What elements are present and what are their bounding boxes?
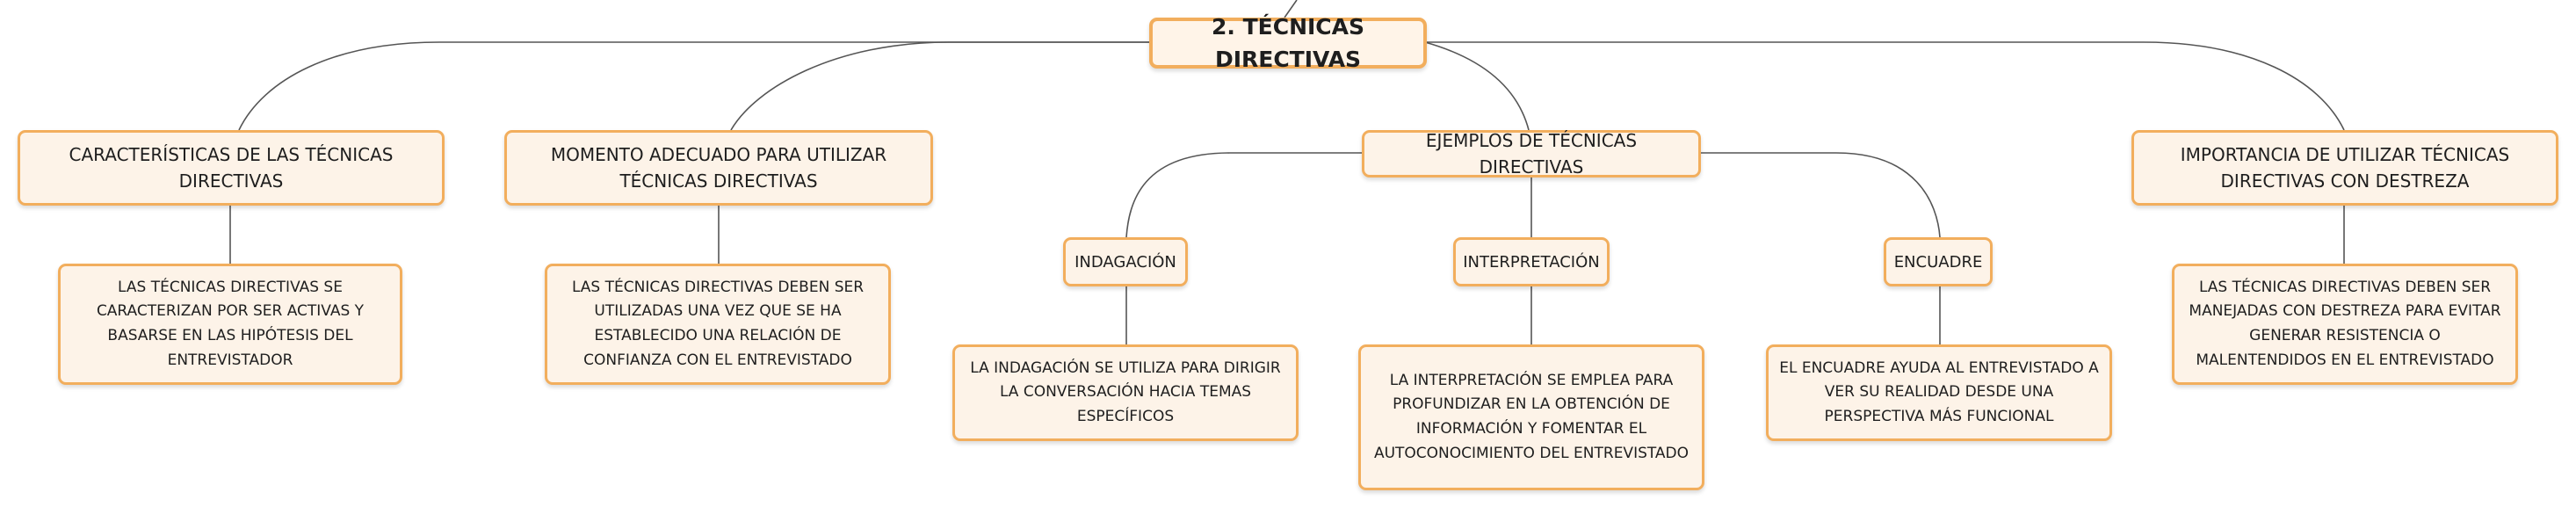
detail-text: LA INDAGACIÓN SE UTILIZA PARA DIRIGIR LA… (970, 359, 1281, 425)
detail-text: EL ENCUADRE AYUDA AL ENTREVISTADO A VER … (1779, 359, 2099, 425)
detail-text: LAS TÉCNICAS DIRECTIVAS DEBEN SER UTILIZ… (571, 278, 865, 369)
branch-label: IMPORTANCIA DE UTILIZAR TÉCNICAS DIRECTI… (2180, 144, 2510, 192)
sub-branch-indagacion[interactable]: INDAGACIÓN (1063, 237, 1188, 286)
branch-label: EJEMPLOS DE TÉCNICAS DIRECTIVAS (1425, 130, 1638, 177)
sub-branch-label: INDAGACIÓN (1075, 252, 1176, 272)
sub-branch-label: INTERPRETACIÓN (1463, 252, 1600, 272)
root-label: 2. TÉCNICAS DIRECTIVAS (1212, 13, 1364, 73)
detail-caracteristicas[interactable]: LAS TÉCNICAS DIRECTIVAS SE CARACTERIZAN … (58, 264, 402, 385)
sub-branch-interpretacion[interactable]: INTERPRETACIÓN (1453, 237, 1610, 286)
branch-momento-adecuado[interactable]: MOMENTO ADECUADO PARA UTILIZAR TÉCNICAS … (504, 130, 933, 206)
branch-caracteristicas[interactable]: CARACTERÍSTICAS DE LAS TÉCNICAS DIRECTIV… (18, 130, 445, 206)
detail-encuadre[interactable]: EL ENCUADRE AYUDA AL ENTREVISTADO A VER … (1766, 344, 2112, 441)
branch-ejemplos[interactable]: EJEMPLOS DE TÉCNICAS DIRECTIVAS (1362, 130, 1701, 177)
detail-importancia[interactable]: LAS TÉCNICAS DIRECTIVAS DEBEN SER MANEJA… (2172, 264, 2518, 385)
detail-text: LA INTERPRETACIÓN SE EMPLEA PARA PROFUND… (1373, 371, 1690, 462)
sub-branch-label: ENCUADRE (1893, 252, 1983, 272)
branch-label: MOMENTO ADECUADO PARA UTILIZAR TÉCNICAS … (550, 144, 887, 192)
detail-interpretacion[interactable]: LA INTERPRETACIÓN SE EMPLEA PARA PROFUND… (1358, 344, 1704, 490)
branch-label: CARACTERÍSTICAS DE LAS TÉCNICAS DIRECTIV… (69, 144, 394, 192)
detail-text: LAS TÉCNICAS DIRECTIVAS DEBEN SER MANEJA… (2189, 278, 2501, 369)
detail-indagacion[interactable]: LA INDAGACIÓN SE UTILIZA PARA DIRIGIR LA… (952, 344, 1299, 441)
root-node[interactable]: 2. TÉCNICAS DIRECTIVAS (1149, 14, 1427, 72)
detail-text: LAS TÉCNICAS DIRECTIVAS SE CARACTERIZAN … (96, 278, 365, 369)
branch-importancia[interactable]: IMPORTANCIA DE UTILIZAR TÉCNICAS DIRECTI… (2131, 130, 2558, 206)
sub-branch-encuadre[interactable]: ENCUADRE (1884, 237, 1993, 286)
detail-momento-adecuado[interactable]: LAS TÉCNICAS DIRECTIVAS DEBEN SER UTILIZ… (545, 264, 891, 385)
